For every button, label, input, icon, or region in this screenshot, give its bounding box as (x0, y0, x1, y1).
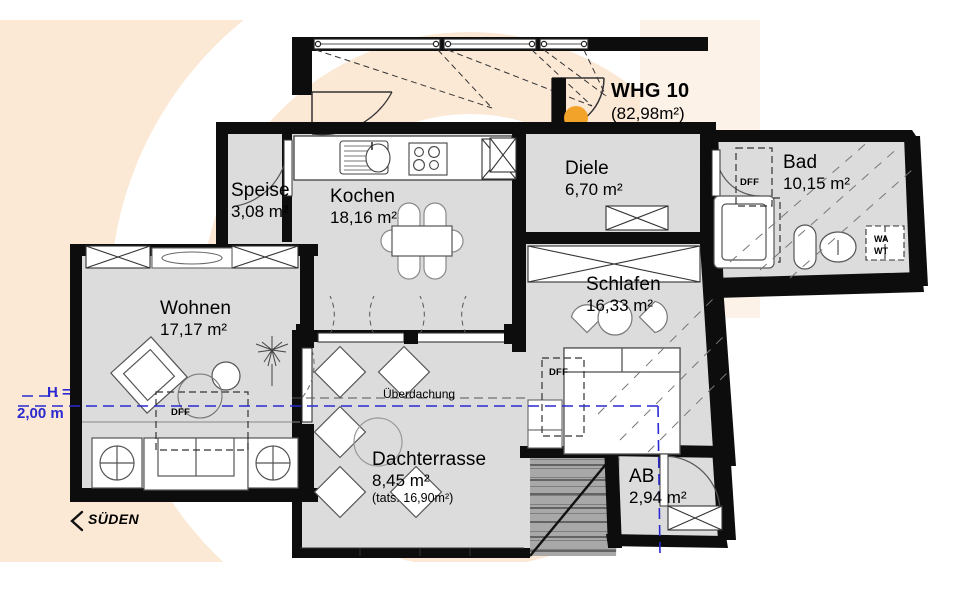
room-area-schlafen: 16,33 m² (586, 296, 654, 315)
wohnen-sofa (143, 437, 249, 491)
height-label-line1: H = (47, 384, 71, 401)
appliance-label-wt: WT (874, 246, 888, 256)
dff-wohnen-box (155, 391, 249, 451)
schlafen-wardrobe (527, 245, 701, 283)
room-label-diele: Diele (565, 158, 609, 179)
wohnen-sideboard (151, 247, 233, 269)
appliance-label-wa: WA (874, 234, 889, 244)
wohnen-side-table (211, 361, 241, 391)
orientation-label: SÜDEN (88, 511, 140, 527)
background-white-top (0, 0, 960, 20)
height-label-line2: 2,00 m (17, 405, 64, 422)
schlafen-slope-hatch (597, 295, 733, 453)
canopy-label: Überdachung (383, 387, 456, 401)
plant-icon (255, 336, 289, 386)
diele-closet (605, 205, 669, 231)
plan-title-area: (82,98m²) (611, 104, 685, 123)
dff-wohnen-arc (177, 373, 223, 419)
wohnen-door-swing (299, 349, 315, 401)
window-wohnen-top (85, 245, 299, 269)
south-arrow-icon (70, 510, 84, 532)
plan-title: WHG 10 (611, 80, 690, 102)
height-dimension-line (18, 395, 661, 557)
terrace-rail (300, 547, 524, 556)
schlafen-pillows (570, 300, 668, 336)
room-area-dachterrasse: 8,45 m² (372, 471, 430, 490)
background-white-bottom (0, 562, 960, 598)
window-top-1 (313, 38, 441, 50)
room-label-wohnen: Wohnen (160, 298, 232, 319)
schlafen-nightstands (527, 399, 563, 449)
wohnen-armchair (110, 336, 188, 414)
room-area-bad: 10,15 m² (783, 174, 851, 193)
bad-dff-box (735, 147, 773, 207)
dff-label-schlafen: DFF (549, 367, 569, 378)
dining-set (380, 202, 464, 280)
window-top-2 (443, 38, 537, 50)
room-area-wohnen: 17,17 m² (160, 320, 228, 339)
bad-washer-box (865, 225, 905, 261)
speise-door-leaf (283, 139, 293, 197)
dff-label-wohnen: DFF (171, 407, 191, 418)
room-label-speise: Speise (231, 180, 290, 201)
terrace-furniture (313, 345, 443, 519)
room-sub-dachterrasse: (tats. 16,90m²) (372, 491, 454, 505)
whg-door-wall (552, 78, 566, 132)
room-label-dachterrasse: Dachterrasse (372, 449, 487, 470)
room-area-ab: 2,94 m² (629, 488, 687, 507)
kitchen-stove (408, 142, 448, 176)
wohnen-terrace-door (301, 347, 313, 423)
room-area-kochen: 18,16 m² (330, 208, 398, 227)
room-label-ab: AB (629, 466, 655, 487)
bad-sink (819, 231, 857, 263)
room-area-diele: 6,70 m² (565, 180, 623, 199)
fill-speise (224, 130, 292, 255)
room-label-kochen: Kochen (330, 186, 396, 207)
dff-label-bad: DFF (740, 177, 760, 188)
stairs-treads (529, 451, 618, 557)
walls-main (70, 122, 928, 558)
room-area-speise: 3,08 m² (231, 202, 289, 221)
room-label-bad: Bad (783, 152, 818, 173)
window-top-3 (539, 38, 589, 50)
terrace-doors (329, 295, 467, 335)
wohnen-round-tables (91, 437, 299, 489)
diele-left-window (489, 137, 517, 173)
terrace-table (353, 417, 403, 467)
bad-door (711, 149, 761, 197)
ab-door (659, 453, 721, 513)
terrace-door-posts (296, 324, 520, 344)
kitchen-sink (339, 140, 391, 175)
room-label-schlafen: Schlafen (586, 274, 661, 295)
schlafen-dff-box (541, 357, 585, 437)
bad-toilet (793, 224, 817, 270)
bad-bathtub (713, 195, 775, 269)
kitchen-counter (293, 135, 513, 181)
ab-window (667, 505, 723, 531)
bad-slope-hatch (729, 139, 913, 279)
